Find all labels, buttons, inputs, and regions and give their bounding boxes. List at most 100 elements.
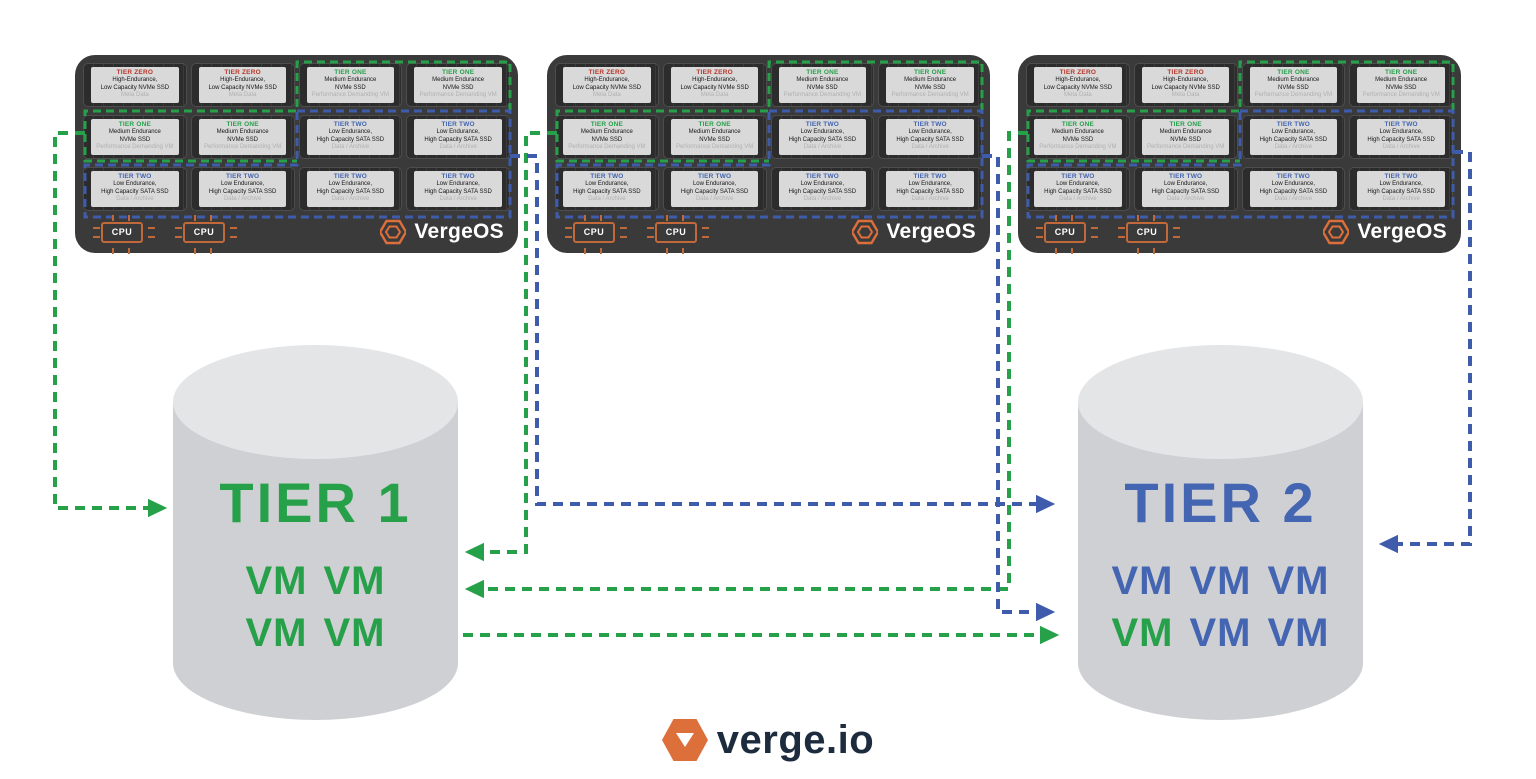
drive-bay: TIER ZERO High-Endurance, Low Capacity N…	[190, 63, 295, 107]
drive-use-label: Performance Demanding VM	[891, 91, 969, 98]
drive-tier-name: TIER ZERO	[588, 69, 626, 76]
drive-description-line: High Capacity SATA SSD	[1367, 188, 1435, 195]
drive-description-line: Medium Endurance	[432, 77, 485, 84]
drive-bay: TIER ONE Medium Endurance NVMe SSD Perfo…	[555, 115, 659, 159]
drive-label-card: TIER ONE Medium Endurance NVMe SSD Perfo…	[1034, 119, 1122, 155]
drive-bay: TIER TWO Low Endurance, High Capacity SA…	[298, 115, 403, 159]
drive-description-line: High Capacity SATA SSD	[208, 188, 277, 195]
drive-description-line: High Capacity SATA SSD	[896, 188, 964, 195]
cpu-chip: CPU	[647, 214, 697, 243]
drive-description-line: High-Endurance,	[220, 77, 266, 84]
drive-tier-name: TIER TWO	[805, 173, 840, 180]
drive-label-card: TIER TWO Low Endurance, High Capacity SA…	[306, 171, 395, 207]
drive-description-line: High Capacity SATA SSD	[1151, 188, 1220, 195]
cpu-pins-horizontal	[175, 226, 182, 229]
drive-use-label: Data / Archive	[331, 143, 370, 150]
drive-description-line: Low Capacity NVMe SSD	[208, 84, 277, 91]
cylinder-bottom	[1078, 606, 1363, 720]
drive-label-card: TIER TWO Low Endurance, High Capacity SA…	[886, 119, 974, 155]
vergeos-hexagon-icon	[852, 219, 879, 245]
vm-label: VM	[245, 559, 308, 603]
drive-tier-name: TIER TWO	[441, 121, 475, 128]
drive-description-line: NVMe SSD	[119, 136, 151, 143]
drive-bay: TIER ONE Medium Endurance NVMe SSD Perfo…	[1133, 115, 1238, 159]
cpu-chip: CPU	[175, 214, 225, 243]
drive-tier-name: TIER TWO	[913, 173, 947, 180]
drive-description-line: NVMe SSD	[699, 136, 730, 143]
drive-description-line: Medium Endurance	[216, 129, 269, 136]
drive-label-card: TIER TWO Low Endurance, High Capacity SA…	[1357, 119, 1445, 155]
drive-description-line: High Capacity SATA SSD	[424, 188, 492, 195]
drive-tier-name: TIER ONE	[590, 121, 624, 128]
vm-label: VM	[1111, 611, 1174, 655]
drive-bay: TIER ONE Medium Endurance NVMe SSD Perfo…	[190, 115, 295, 159]
drive-tier-name: TIER ONE	[226, 121, 259, 128]
cylinder-top	[173, 345, 458, 459]
drive-description-line: NVMe SSD	[442, 84, 474, 91]
drive-description-line: Medium Endurance	[1267, 77, 1320, 84]
drive-use-label: Data / Archive	[803, 195, 842, 202]
drive-description-line: High Capacity SATA SSD	[896, 136, 964, 143]
drive-tier-name: TIER ONE	[334, 69, 367, 76]
drive-description-line: High-Endurance,	[112, 77, 158, 84]
drive-description-line: Medium Endurance	[1051, 129, 1104, 136]
drive-use-label: Data / Archive	[803, 143, 842, 150]
drive-label-card: TIER TWO Low Endurance, High Capacity SA…	[1357, 171, 1445, 207]
drive-tier-name: TIER TWO	[1384, 121, 1418, 128]
server-footer: CPU CPU VergeOS	[1030, 214, 1447, 247]
drive-grid: TIER ZERO High-Endurance, Low Capacity N…	[1026, 63, 1453, 211]
drive-description-line: NVMe SSD	[591, 136, 623, 143]
drive-tier-name: TIER TWO	[697, 173, 732, 180]
drive-use-label: Data / Archive	[911, 195, 949, 202]
drive-label-card: TIER TWO Low Endurance, High Capacity SA…	[1249, 171, 1338, 207]
drive-bay: TIER TWO Low Endurance, High Capacity SA…	[406, 167, 510, 211]
drive-tier-name: TIER ONE	[913, 69, 947, 76]
drive-description-line: Low Endurance,	[1379, 129, 1423, 136]
vergeos-hexagon-icon	[1323, 219, 1350, 245]
cpu-pins-vertical	[584, 214, 586, 221]
drive-label-card: TIER ONE Medium Endurance NVMe SSD Perfo…	[414, 67, 502, 103]
drive-use-label: Meta Data	[228, 91, 257, 98]
drive-description-line: Medium Endurance	[108, 129, 161, 136]
drive-use-label: Data / Archive	[588, 195, 626, 202]
drive-use-label: Data / Archive	[1382, 195, 1420, 202]
drive-bay: TIER TWO Low Endurance, High Capacity SA…	[1026, 167, 1130, 211]
drive-use-label: Data / Archive	[439, 143, 477, 150]
drive-tier-name: TIER TWO	[805, 121, 840, 128]
drive-description-line: Low Endurance,	[1379, 181, 1423, 188]
drive-label-card: TIER ZERO High-Endurance, Low Capacity N…	[670, 67, 759, 103]
drive-label-card: TIER ONE Medium Endurance NVMe SSD Perfo…	[886, 67, 974, 103]
drive-bay: TIER TWO Low Endurance, High Capacity SA…	[406, 115, 510, 159]
drive-label-card: TIER ONE Medium Endurance NVMe SSD Perfo…	[1357, 67, 1445, 103]
drive-label-card: TIER ONE Medium Endurance NVMe SSD Perfo…	[778, 67, 867, 103]
drive-bay: TIER ZERO High-Endurance, Low Capacity N…	[662, 63, 767, 107]
cpu-label: CPU	[583, 227, 605, 237]
drive-use-label: Data / Archive	[1274, 143, 1313, 150]
drive-bay: TIER ONE Medium Endurance NVMe SSD Perfo…	[1349, 63, 1453, 107]
drive-use-label: Data / Archive	[695, 195, 734, 202]
drive-use-label: Data / Archive	[439, 195, 477, 202]
drive-label-card: TIER TWO Low Endurance, High Capacity SA…	[778, 119, 867, 155]
drive-tier-name: TIER ONE	[1277, 69, 1310, 76]
drive-description-line: High Capacity SATA SSD	[424, 136, 492, 143]
vergeos-logo-text: VergeOS	[414, 220, 504, 243]
drive-description-line: Low Endurance,	[800, 181, 845, 188]
vergeos-logo: VergeOS	[1323, 219, 1447, 245]
drive-tier-name: TIER ONE	[698, 121, 731, 128]
drive-tier-name: TIER TWO	[118, 173, 152, 180]
drive-use-label: Data / Archive	[911, 143, 949, 150]
drive-bay: TIER ONE Medium Endurance NVMe SSD Perfo…	[878, 63, 982, 107]
tier1-title: TIER 1	[219, 471, 412, 534]
drive-label-card: TIER ONE Medium Endurance NVMe SSD Perfo…	[91, 119, 179, 155]
cpu-label: CPU	[111, 227, 133, 237]
drive-description-line: Low Endurance,	[908, 129, 952, 136]
drive-tier-name: TIER TWO	[1061, 173, 1095, 180]
vergeos-logo-text: VergeOS	[886, 220, 976, 243]
drive-bay: TIER TWO Low Endurance, High Capacity SA…	[878, 167, 982, 211]
drive-description-line: NVMe SSD	[807, 84, 838, 91]
drive-bay: TIER ONE Medium Endurance NVMe SSD Perfo…	[298, 63, 403, 107]
drive-description-line: High-Endurance,	[692, 77, 738, 84]
